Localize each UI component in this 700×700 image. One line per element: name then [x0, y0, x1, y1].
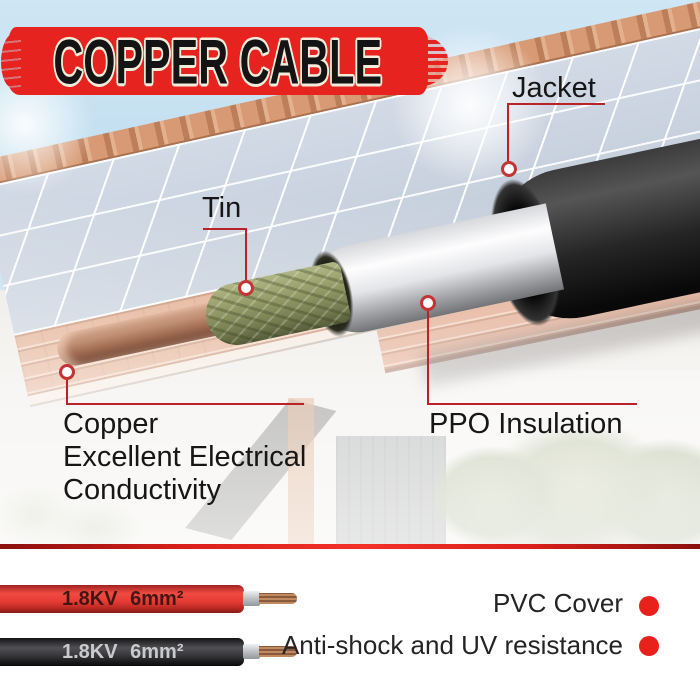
feature-uv-resistance-label: Anti-shock and UV resistance: [281, 630, 623, 660]
tin-label: Tin: [202, 192, 242, 224]
tin-callout-line: [203, 228, 247, 230]
ppo-marker-icon: [420, 295, 436, 311]
tin-marker-icon: [238, 280, 254, 296]
copper-label: Copper Excellent Electrical Conductivity: [63, 408, 306, 507]
section-divider: [0, 544, 700, 549]
copper-label-line2: Excellent Electrical: [63, 441, 307, 473]
copper-callout-line: [66, 403, 304, 405]
tin-callout-line: [245, 228, 247, 281]
tin-braid-layer: [200, 260, 353, 351]
black-cable: 1.8KV 6mm²: [0, 638, 244, 666]
cable-ferrule: [243, 591, 260, 606]
copper-label-line3: Conductivity: [63, 474, 221, 506]
copper-strands: [259, 593, 297, 604]
ppo-callout-line: [427, 403, 637, 405]
jacket-marker-icon: [501, 161, 517, 177]
copper-callout-line: [66, 380, 68, 405]
jacket-callout-line: [507, 103, 605, 105]
copper-marker-icon: [59, 364, 75, 380]
feature-pvc-cover-label: PVC Cover: [492, 588, 623, 618]
cable-ferrule: [243, 644, 260, 659]
page-title: COPPER CABLE: [53, 25, 383, 97]
copper-label-line1: Copper: [63, 408, 159, 440]
bullet-icon: [639, 636, 659, 656]
jacket-callout-line: [507, 103, 509, 162]
bullet-icon: [639, 596, 659, 616]
red-cable: 1.8KV 6mm²: [0, 585, 244, 613]
ppo-label: PPO Insulation: [429, 408, 623, 440]
copper-strands: [259, 646, 297, 657]
ppo-callout-line: [427, 311, 429, 405]
title-banner: COPPER CABLE: [8, 25, 448, 97]
jacket-label: Jacket: [512, 72, 596, 104]
